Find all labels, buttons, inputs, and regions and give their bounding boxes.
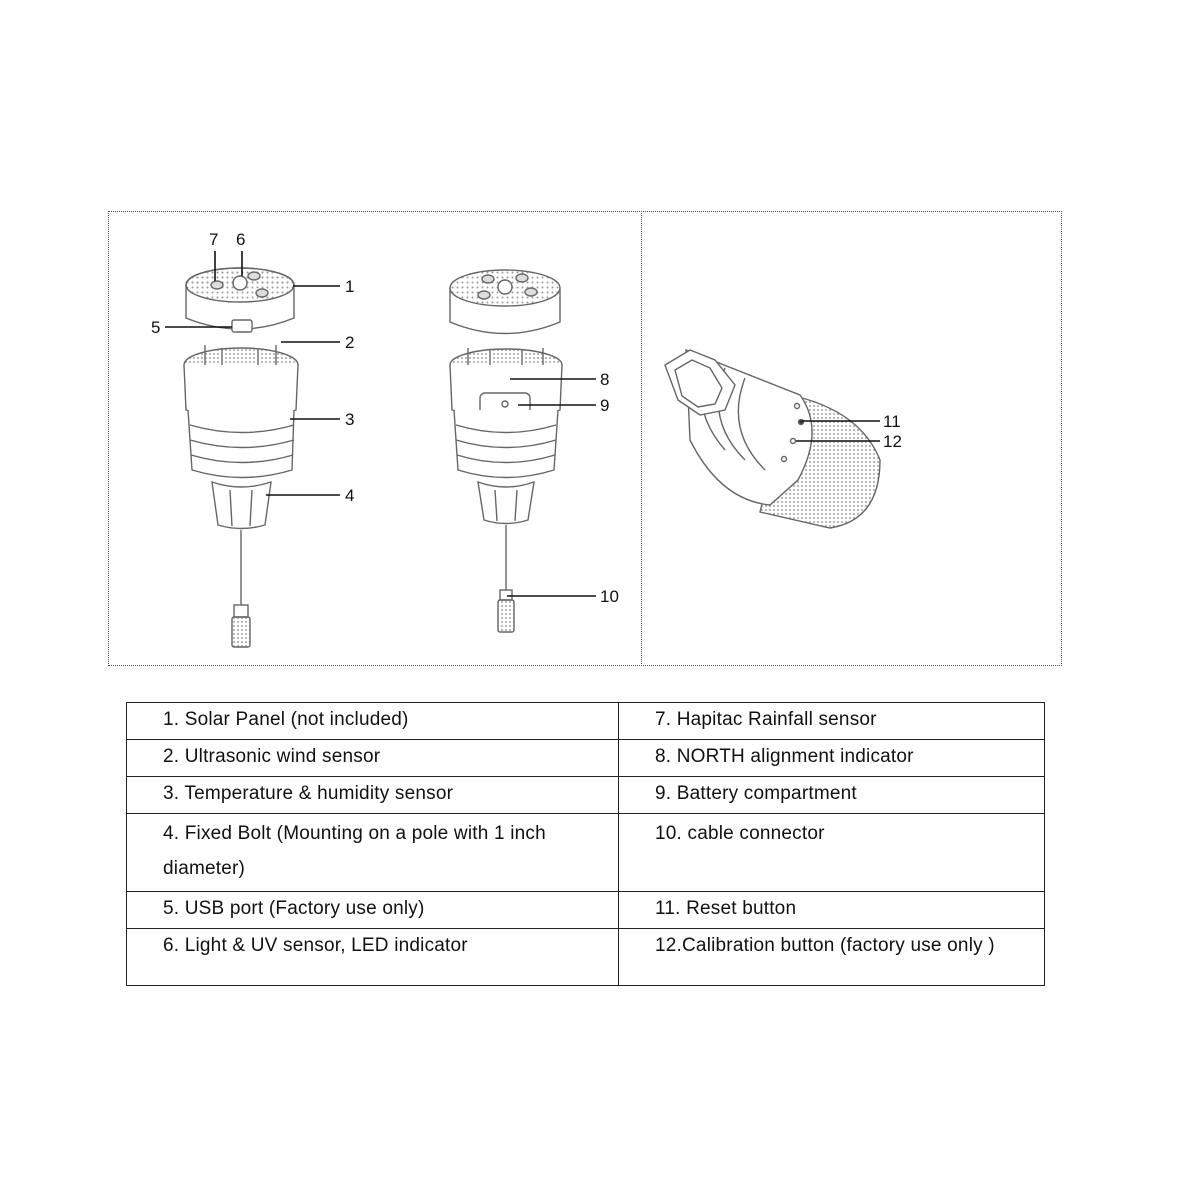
callout-12: 12	[883, 432, 902, 451]
callout-10: 10	[600, 587, 619, 606]
callout-6: 6	[236, 230, 245, 249]
sensor-back-view	[449, 269, 563, 633]
callout-2: 2	[345, 333, 354, 352]
part-cell: 7. Hapitac Rainfall sensor	[618, 702, 1045, 740]
part-cell: 5. USB port (Factory use only)	[126, 891, 619, 929]
sensor-front-view	[183, 267, 299, 648]
part-cell: 6. Light & UV sensor, LED indicator	[126, 928, 619, 986]
callout-8: 8	[600, 370, 609, 389]
part-cell: 8. NORTH alignment indicator	[618, 739, 1045, 777]
table-row: 2. Ultrasonic wind sensor 8. NORTH align…	[126, 739, 1045, 777]
part-cell: 4. Fixed Bolt (Mounting on a pole with 1…	[126, 813, 619, 892]
callout-7: 7	[209, 230, 218, 249]
part-cell: 2. Ultrasonic wind sensor	[126, 739, 619, 777]
callout-1: 1	[345, 277, 354, 296]
parts-table: 1. Solar Panel (not included) 7. Hapitac…	[126, 702, 1045, 986]
part-cell: 9. Battery compartment	[618, 776, 1045, 814]
callout-9: 9	[600, 396, 609, 415]
table-row: 6. Light & UV sensor, LED indicator 12.C…	[126, 928, 1045, 986]
diagram-panel	[108, 211, 1062, 666]
callout-11: 11	[883, 412, 901, 431]
callout-5: 5	[151, 318, 160, 337]
table-row: 1. Solar Panel (not included) 7. Hapitac…	[126, 702, 1045, 740]
part-cell: 10. cable connector	[618, 813, 1045, 892]
part-cell: 11. Reset button	[618, 891, 1045, 929]
diagram-divider	[641, 211, 642, 666]
table-row: 5. USB port (Factory use only) 11. Reset…	[126, 891, 1045, 929]
leader-lines	[165, 251, 880, 597]
table-row: 4. Fixed Bolt (Mounting on a pole with 1…	[126, 813, 1045, 892]
table-row: 3. Temperature & humidity sensor 9. Batt…	[126, 776, 1045, 814]
callout-4: 4	[345, 486, 354, 505]
sensor-bottom-view	[664, 348, 881, 529]
callout-3: 3	[345, 410, 354, 429]
part-cell: 12.Calibration button (factory use only …	[618, 928, 1045, 986]
part-cell: 1. Solar Panel (not included)	[126, 702, 619, 740]
part-cell: 3. Temperature & humidity sensor	[126, 776, 619, 814]
diagram-illustration: 7 6 1 5 2 3 4 8 9 10 11 12	[151, 230, 902, 648]
